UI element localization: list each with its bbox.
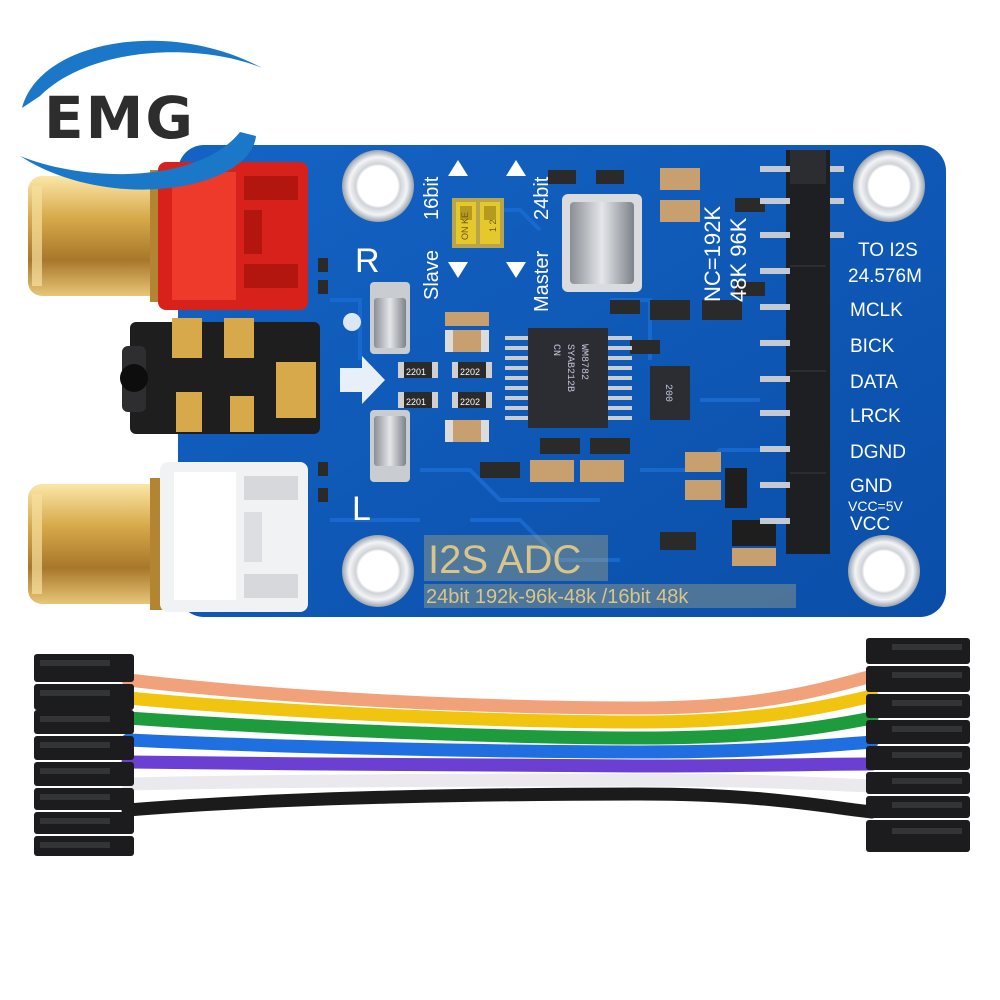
cable-wires bbox=[121, 669, 879, 819]
dupont-connectors-left bbox=[34, 654, 134, 856]
logo-text: EMG bbox=[44, 84, 195, 152]
title-block bbox=[424, 535, 608, 581]
chip-pins bbox=[505, 336, 632, 420]
brand-logo: EMG bbox=[20, 40, 262, 190]
rca-jack-right bbox=[28, 162, 308, 310]
subtitle-block bbox=[424, 584, 796, 608]
pin-label-mclk: MCLK bbox=[850, 300, 903, 321]
dip-switch-position-label: 1 2 bbox=[488, 219, 498, 232]
logo-swoosh-top bbox=[22, 40, 262, 108]
capacitor-bottom bbox=[370, 410, 410, 482]
rca-jack-left bbox=[28, 462, 308, 612]
mounting-hole-bottom-left bbox=[342, 535, 414, 607]
up-arrow-icon bbox=[448, 160, 468, 176]
switch-label-16bit: 16bit bbox=[421, 176, 443, 220]
pin-label-vcc: VCC bbox=[850, 514, 890, 535]
switch-label-master: Master bbox=[531, 251, 553, 312]
capacitor-top bbox=[370, 282, 410, 354]
wire-blue bbox=[121, 733, 879, 759]
resistor-code: 2201 bbox=[406, 367, 426, 377]
resistor-code: 2201 bbox=[406, 397, 426, 407]
switch-label-slave: Slave bbox=[421, 250, 443, 300]
label-right-channel: R bbox=[355, 242, 380, 280]
rate-label-nc: NC=192K bbox=[700, 206, 725, 302]
mounting-hole-top-left bbox=[342, 150, 414, 222]
board-title: I2S ADC bbox=[428, 538, 581, 582]
pin-label-lrck: LRCK bbox=[850, 406, 901, 427]
wire-green bbox=[121, 711, 879, 745]
smd-components bbox=[318, 168, 776, 566]
small-chip-marking: 200 bbox=[662, 384, 673, 402]
arrow-right-icon bbox=[340, 356, 385, 404]
chip-marking: SYAB212B bbox=[564, 344, 575, 392]
small-chip: 200 bbox=[650, 366, 690, 420]
audio-jack-3-5mm bbox=[120, 318, 320, 434]
pin-label-gnd: GND bbox=[850, 476, 892, 497]
rate-label-48-96: 48K 96K bbox=[726, 217, 751, 302]
adc-chip: WM8782 SYAB212B CN bbox=[505, 328, 632, 428]
jumper-cable bbox=[34, 638, 970, 856]
dip-switch-body-label: ON KE bbox=[460, 212, 470, 240]
wire-orange bbox=[121, 669, 879, 715]
wire-yellow bbox=[121, 689, 879, 729]
dip-switch[interactable]: ON KE 1 2 bbox=[452, 198, 504, 248]
logo-swoosh-bottom bbox=[20, 132, 256, 190]
pin-header[interactable] bbox=[760, 150, 844, 554]
chip-marking: CN bbox=[550, 344, 561, 356]
crystal-oscillator bbox=[562, 194, 642, 292]
chip-marking: WM8782 bbox=[578, 344, 589, 380]
down-arrow-icon bbox=[506, 262, 526, 278]
clock-label: 24.576M bbox=[848, 266, 922, 287]
down-arrow-icon bbox=[448, 262, 468, 278]
dupont-connectors-right bbox=[866, 638, 970, 852]
switch-label-24bit: 24bit bbox=[531, 176, 553, 220]
mounting-hole-top-right bbox=[853, 150, 925, 222]
wire-purple bbox=[121, 755, 879, 773]
supply-label: VCC=5V bbox=[848, 498, 904, 514]
resistor-code: 2202 bbox=[460, 367, 480, 377]
resistor-code: 2202 bbox=[460, 397, 480, 407]
wire-black bbox=[121, 787, 879, 819]
pin-label-dgnd: DGND bbox=[850, 442, 906, 463]
mounting-hole-bottom-right bbox=[848, 535, 920, 607]
header-pins bbox=[760, 166, 844, 524]
up-arrow-icon bbox=[506, 160, 526, 176]
via-dot bbox=[343, 313, 361, 331]
label-left-channel: L bbox=[352, 490, 371, 528]
wire-white bbox=[121, 773, 879, 793]
board-subtitle: 24bit 192k-96k-48k /16bit 48k bbox=[426, 586, 689, 608]
header-title: TO I2S bbox=[858, 240, 918, 261]
pcb-board: R L bbox=[178, 145, 946, 617]
pin-label-bick: BICK bbox=[850, 336, 895, 357]
pin-label-data: DATA bbox=[850, 372, 898, 393]
